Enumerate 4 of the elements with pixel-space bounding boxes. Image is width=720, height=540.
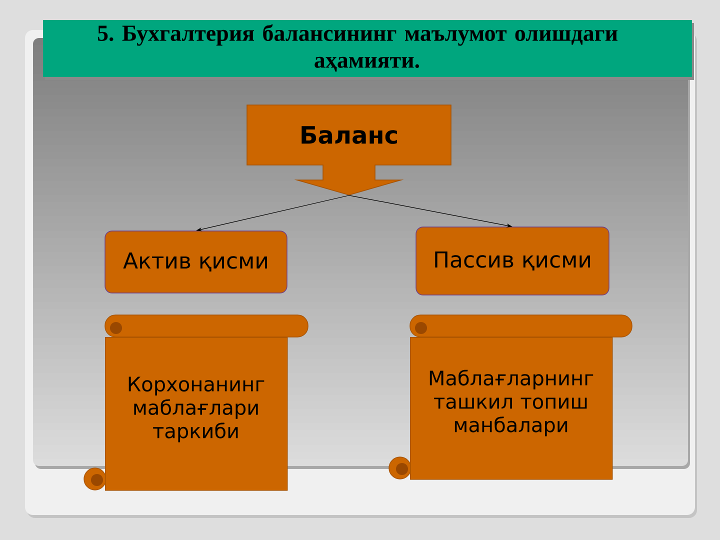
title-banner: 5. Бухгалтерия балансининг маълумот олишдаги аҳамияти. bbox=[43, 20, 694, 80]
rounded-box: Пассив қисми bbox=[416, 226, 610, 296]
callout-box: Баланс bbox=[246, 104, 452, 196]
rounded-box: Актив қисми bbox=[104, 230, 288, 294]
